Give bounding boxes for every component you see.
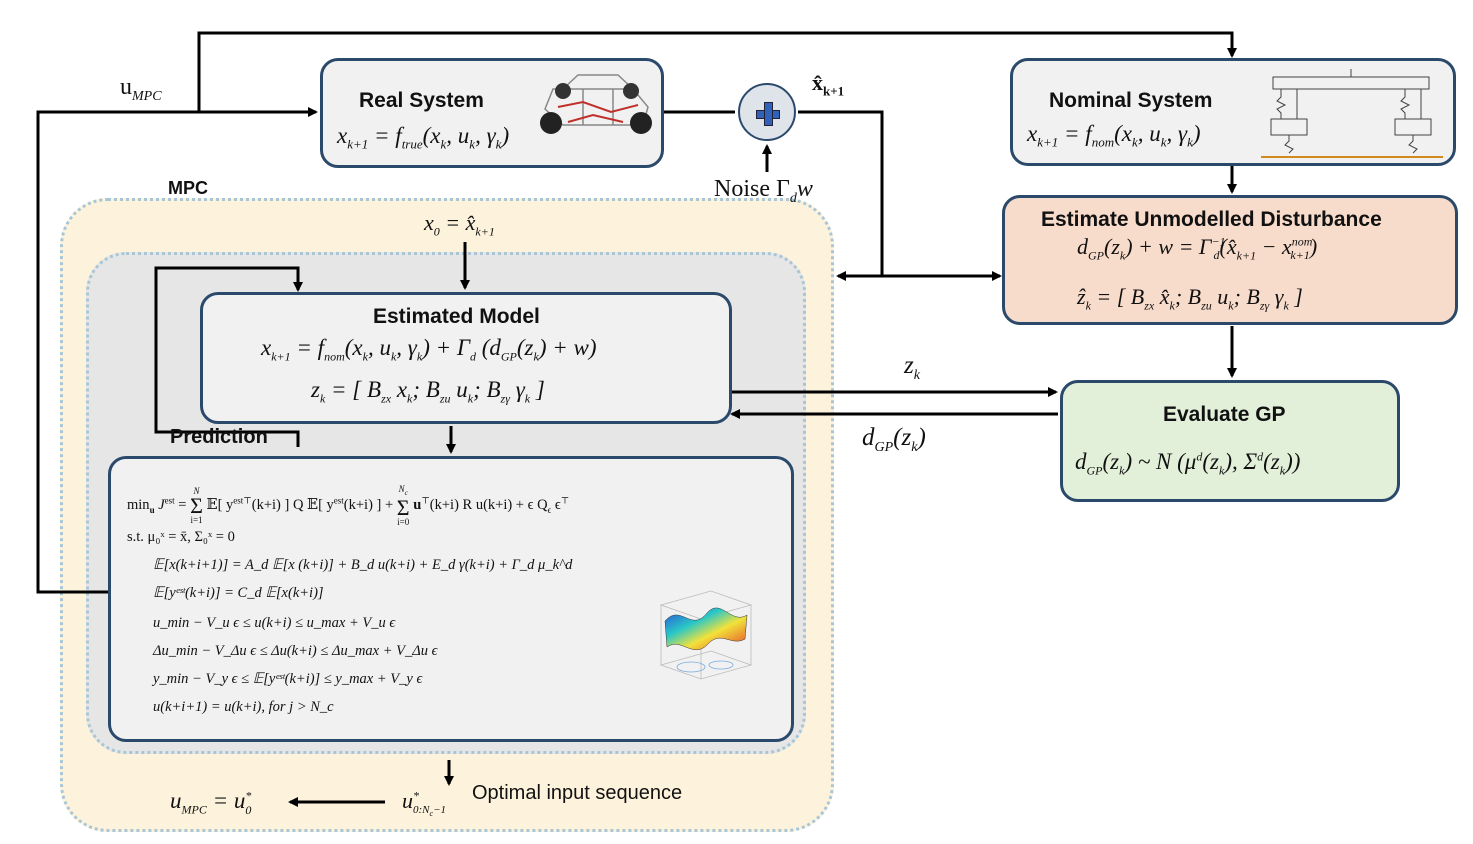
constraint-output: 𝔼[yᵉˢᵗ(k+i)] = C_d 𝔼[x(k+i)] xyxy=(153,585,324,601)
estimated-model-equation-1: xk+1 = fnom(xk, uk, γk) + Γd (dGP(zk) + … xyxy=(261,335,597,364)
suspension-model-illustration xyxy=(1261,69,1443,158)
real-system-box: Real System xk+1 = ftrue(xk, uk, γk) xyxy=(320,58,664,168)
estimated-model-title: Estimated Model xyxy=(373,305,540,328)
constraint-input-rate: Δu_min − V_Δu ϵ ≤ Δu(k+i) ≤ Δu_max + V_Δ… xyxy=(153,643,438,659)
u-sequence-label: u*0:Nc−1 xyxy=(402,788,446,819)
evaluate-gp-title: Evaluate GP xyxy=(1163,403,1286,426)
u-mpc-output-label: uMPC = u*0 xyxy=(170,788,252,817)
evaluate-gp-equation: dGP(zk) ~ N (μd(zk), Σd(zk)) xyxy=(1075,449,1301,478)
constraint-control-horizon: u(k+i+1) = u(k+i), for j > N_c xyxy=(153,699,334,715)
optimization-problem-box: minu Jest = N Σ i=1 𝔼[ yest⊤(k+i) ] Q 𝔼[… xyxy=(108,456,794,742)
xhat-k1-label: x̂k+1 xyxy=(812,70,845,99)
noise-label: Noise Γdw xyxy=(714,176,813,206)
prediction-label: Prediction xyxy=(170,426,268,448)
objective-function: minu Jest = N Σ i=1 𝔼[ yest⊤(k+i) ] Q 𝔼[… xyxy=(127,484,570,527)
nominal-system-equation: xk+1 = fnom(xk, uk, γk) xyxy=(1027,121,1201,150)
disturbance-equation-1: dGP(zk) + w = Γ−1d(x̂k+1 − xnomk+1) xyxy=(1077,234,1318,263)
gp-surface-illustration xyxy=(659,590,753,680)
u-mpc-feedback-label: uMPC xyxy=(120,74,162,104)
constraint-output-bounds: y_min − V_y ϵ ≤ 𝔼[yᵉˢᵗ(k+i)] ≤ y_max + V… xyxy=(153,671,423,687)
dgp-arrow-label: dGP(zk) xyxy=(862,424,926,455)
disturbance-title: Estimate Unmodelled Disturbance xyxy=(1041,208,1382,231)
real-system-title: Real System xyxy=(359,89,484,112)
disturbance-estimation-box: Estimate Unmodelled Disturbance dGP(zk) … xyxy=(1002,195,1458,325)
mpc-label: MPC xyxy=(168,178,208,198)
real-system-equation: xk+1 = ftrue(xk, uk, γk) xyxy=(337,123,510,152)
x0-label: x0 = x̂k+1 xyxy=(424,210,495,239)
vehicle-chassis-illustration xyxy=(540,74,652,134)
constraint-dynamics: 𝔼[x(k+i+1)] = A_d 𝔼[x (k+i)] + B_d u(k+i… xyxy=(153,557,573,573)
evaluate-gp-box: Evaluate GP dGP(zk) ~ N (μd(zk), Σd(zk)) xyxy=(1060,380,1400,502)
estimated-model-equation-2: zk = [ Bzx xk; Bzu uk; Bzγ γk ] xyxy=(311,377,545,406)
optimal-sequence-label: Optimal input sequence xyxy=(472,782,683,804)
zk-arrow-label: zk xyxy=(904,352,920,383)
estimated-model-box: Estimated Model xk+1 = fnom(xk, uk, γk) … xyxy=(200,292,732,424)
disturbance-equation-2: ẑk = [ Bzx x̂k; Bzu uk; Bzγ γk ] xyxy=(1077,284,1303,313)
nominal-system-title: Nominal System xyxy=(1049,89,1213,112)
nominal-system-box: Nominal System xk+1 = fnom(xk, uk, γk) xyxy=(1010,58,1456,166)
sum-junction xyxy=(738,83,796,141)
constraint-initial: s.t. μ₀ˣ = x̄, Σ₀ˣ = 0 xyxy=(127,529,235,545)
constraint-input-bounds: u_min − V_u ϵ ≤ u(k+i) ≤ u_max + V_u ϵ xyxy=(153,615,396,631)
